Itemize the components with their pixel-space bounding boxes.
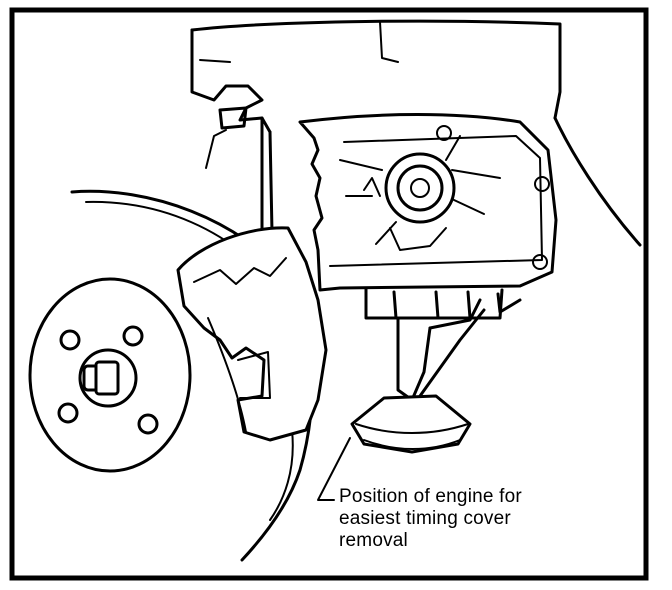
caption-line-1: Position of engine for xyxy=(339,486,522,507)
figure-caption: Position of engine for easiest timing co… xyxy=(339,486,609,552)
brake-caliper xyxy=(176,226,328,442)
callout-leader xyxy=(317,437,351,501)
jack-support xyxy=(350,394,472,454)
engine-block xyxy=(298,113,558,292)
caption-line-3: removal xyxy=(339,530,408,551)
caption-line-2: easiest timing cover xyxy=(339,508,511,529)
wheel-hub xyxy=(57,325,159,435)
inner-wing-panel xyxy=(190,19,642,247)
engine-sump xyxy=(364,286,522,402)
figure-border xyxy=(9,7,649,581)
